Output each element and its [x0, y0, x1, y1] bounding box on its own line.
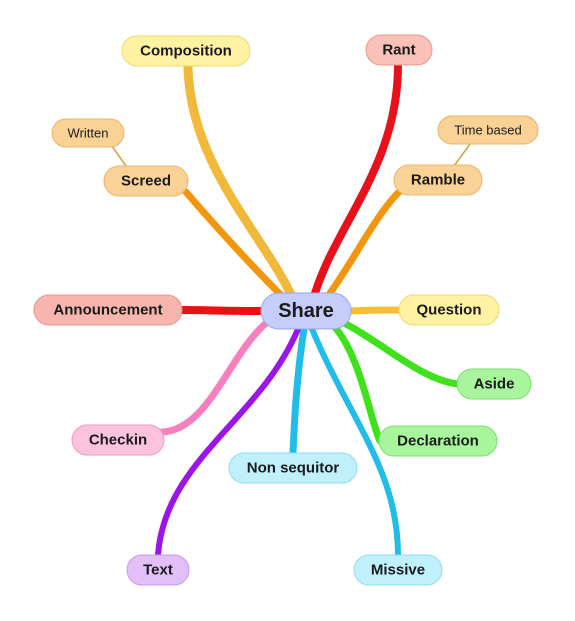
- node-label-missive: Missive: [371, 562, 425, 579]
- branch-line-missive: [309, 326, 401, 558]
- node-label-declaration: Declaration: [397, 433, 479, 450]
- branch-line-rant: [308, 61, 402, 308]
- node-label-announcement: Announcement: [53, 302, 162, 319]
- branch-line-announcement: [178, 306, 266, 315]
- twig-line-written: [111, 145, 127, 167]
- node-text[interactable]: Text: [126, 554, 190, 586]
- node-declaration[interactable]: Declaration: [378, 425, 498, 457]
- node-label-rant: Rant: [382, 42, 415, 59]
- node-non-sequitor[interactable]: Non sequitor: [228, 452, 358, 484]
- node-label-non-sequitor: Non sequitor: [247, 460, 340, 477]
- branch-line-declaration: [326, 318, 384, 445]
- node-aside[interactable]: Aside: [456, 368, 532, 400]
- node-box-declaration: [378, 425, 498, 457]
- node-label-time-based: Time based: [454, 123, 521, 138]
- node-screed[interactable]: Screed: [103, 165, 189, 197]
- node-ramble[interactable]: Ramble: [393, 164, 483, 196]
- node-box-non-sequitor: [228, 452, 358, 484]
- node-box-written: [51, 118, 125, 148]
- node-box-rant: [365, 34, 433, 66]
- node-box-question: [398, 294, 500, 326]
- node-rant[interactable]: Rant: [365, 34, 433, 66]
- central-node-label: Share: [278, 300, 334, 322]
- node-written[interactable]: Written: [51, 118, 125, 148]
- branch-line-question: [346, 306, 403, 315]
- node-box-announcement: [33, 294, 183, 326]
- central-node-box: [260, 292, 352, 330]
- node-label-composition: Composition: [140, 43, 232, 60]
- branch-line-non-sequitor: [289, 325, 308, 457]
- branch-line-aside: [334, 316, 462, 388]
- node-box-missive: [353, 554, 443, 586]
- node-time-based[interactable]: Time based: [437, 115, 539, 145]
- branch-line-screed: [182, 188, 294, 308]
- node-composition[interactable]: Composition: [121, 35, 251, 67]
- node-label-ramble: Ramble: [411, 172, 465, 189]
- node-box-checkin: [71, 424, 165, 456]
- node-announcement[interactable]: Announcement: [33, 294, 183, 326]
- branch-line-checkin: [158, 316, 274, 436]
- node-box-composition: [121, 35, 251, 67]
- branch-line-text: [155, 326, 301, 558]
- branch-line-composition: [183, 61, 301, 311]
- node-label-aside: Aside: [474, 376, 515, 393]
- node-label-written: Written: [68, 126, 109, 141]
- node-question[interactable]: Question: [398, 294, 500, 326]
- node-box-ramble: [393, 164, 483, 196]
- node-box-screed: [103, 165, 189, 197]
- node-box-aside: [456, 368, 532, 400]
- node-label-question: Question: [416, 302, 481, 319]
- twig-line-time-based: [453, 143, 471, 167]
- central-node[interactable]: Share: [260, 292, 352, 330]
- node-box-time-based: [437, 115, 539, 145]
- node-missive[interactable]: Missive: [353, 554, 443, 586]
- branch-line-ramble: [318, 187, 404, 308]
- node-label-screed: Screed: [121, 173, 171, 190]
- node-checkin[interactable]: Checkin: [71, 424, 165, 456]
- node-label-text: Text: [143, 562, 173, 579]
- node-box-text: [126, 554, 190, 586]
- node-label-checkin: Checkin: [89, 432, 147, 449]
